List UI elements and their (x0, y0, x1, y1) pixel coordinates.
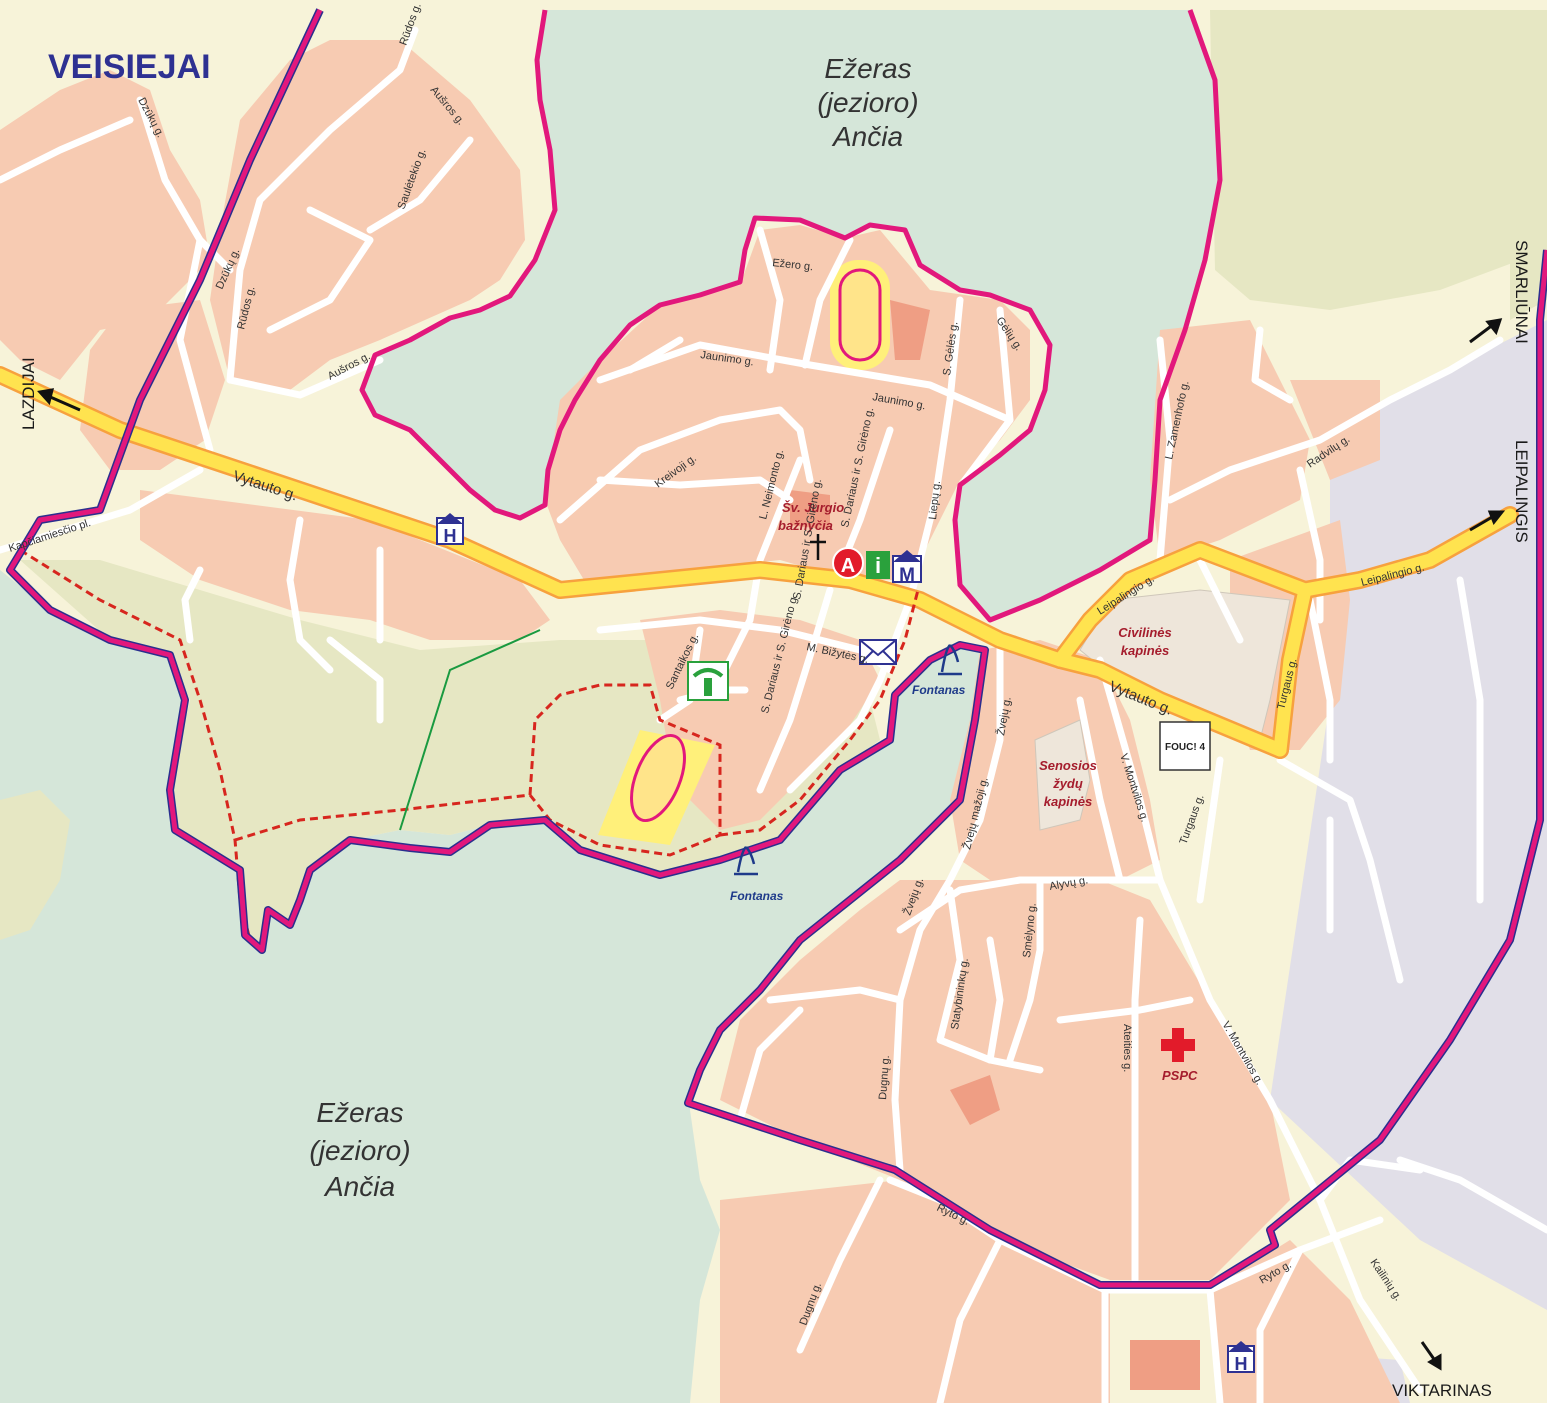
svg-text:H: H (444, 526, 457, 546)
stadium-south-track (630, 733, 686, 823)
lake-label-south: Ežeras (jezioro) Ančia (309, 1097, 410, 1202)
svg-text:Smėlyno g.: Smėlyno g. (1021, 902, 1039, 958)
lake-label-north: Ežeras (jezioro) Ančia (817, 53, 918, 152)
svg-text:(jezioro): (jezioro) (309, 1135, 410, 1166)
svg-text:H: H (1235, 1354, 1248, 1374)
stadium-north-track (838, 268, 882, 362)
svg-text:žydų: žydų (1052, 776, 1083, 791)
svg-text:Ežeras: Ežeras (824, 53, 911, 84)
svg-text:Ežeras: Ežeras (316, 1097, 403, 1128)
svg-text:Dugnų g.: Dugnų g. (877, 1055, 892, 1100)
svg-text:Ančia: Ančia (831, 121, 903, 152)
svg-text:Civilinės: Civilinės (1118, 625, 1171, 640)
arrow-leipalingis-icon (1469, 510, 1506, 532)
destination-lazdijai: LAZDIJAI (19, 357, 38, 430)
svg-text:Senosios: Senosios (1039, 758, 1097, 773)
tourist-info-icon[interactable] (687, 661, 729, 701)
svg-text:Ateities g.: Ateities g. (1121, 1024, 1133, 1072)
green-trail (399, 629, 541, 831)
lake-south (0, 570, 985, 1403)
hotel-icon[interactable]: H (436, 513, 464, 546)
walking-path (19, 548, 920, 941)
svg-text:Liepų g.: Liepų g. (927, 480, 943, 520)
lake-north (320, 10, 1220, 620)
town-boundary-pink (7, 8, 1547, 1288)
jewish-cemetery (1034, 719, 1091, 831)
green-area-ne (1210, 10, 1547, 310)
pspc-label: PSPC (1162, 1068, 1198, 1083)
bus-station-icon[interactable]: A (832, 547, 864, 579)
fountain-icon-1 (938, 644, 962, 676)
shop-icon[interactable]: FOUC! 4 (1159, 721, 1211, 771)
svg-text:Šv. Jurgio: Šv. Jurgio (782, 500, 844, 515)
svg-text:FOUC! 4: FOUC! 4 (1165, 742, 1205, 753)
svg-text:kapinės: kapinės (1121, 643, 1169, 658)
pspc-hospital-icon (1161, 1028, 1195, 1062)
svg-text:kapinės: kapinės (1044, 794, 1092, 809)
map-title: VEISIEJAI (48, 48, 211, 86)
destination-smarliunai: SMARLIŪNAI (1512, 240, 1531, 344)
svg-text:M: M (899, 565, 915, 586)
arrow-viktarinas-icon (1420, 1341, 1442, 1371)
museum-icon[interactable]: M (892, 550, 922, 586)
jewish-cemetery-label: Senosios žydų kapinės (1039, 758, 1097, 809)
arrow-lazdijai-icon (37, 388, 81, 412)
hotel-icon-south[interactable]: H (1227, 1341, 1255, 1374)
arrow-smarliunai-icon (1469, 318, 1503, 344)
green-area-e (1510, 60, 1547, 320)
fountain-label-1: Fontanas (912, 683, 966, 697)
fountain-label-2: Fontanas (730, 889, 784, 903)
post-office-icon[interactable] (859, 639, 897, 665)
destination-leipalingis: LEIPALINGIS (1512, 440, 1531, 543)
lake-boundary-north (359, 9, 1223, 623)
civil-cemetery-label: Civilinės kapinės (1118, 625, 1171, 658)
svg-text:i: i (875, 553, 881, 578)
fountain-icon-2 (734, 846, 758, 876)
svg-text:bažnyčia: bažnyčia (778, 518, 833, 533)
svg-text:Ančia: Ančia (323, 1171, 395, 1202)
major-roads (0, 366, 1519, 759)
church-cross-icon (810, 534, 826, 560)
destination-viktarinas: VIKTARINAS (1392, 1381, 1492, 1400)
svg-text:A: A (841, 555, 855, 577)
info-icon[interactable]: i (866, 551, 890, 579)
small-water-w (0, 790, 70, 940)
church-label: Šv. Jurgio bažnyčia (778, 500, 844, 533)
svg-text:Ežero g.: Ežero g. (772, 257, 814, 273)
svg-text:(jezioro): (jezioro) (817, 87, 918, 118)
